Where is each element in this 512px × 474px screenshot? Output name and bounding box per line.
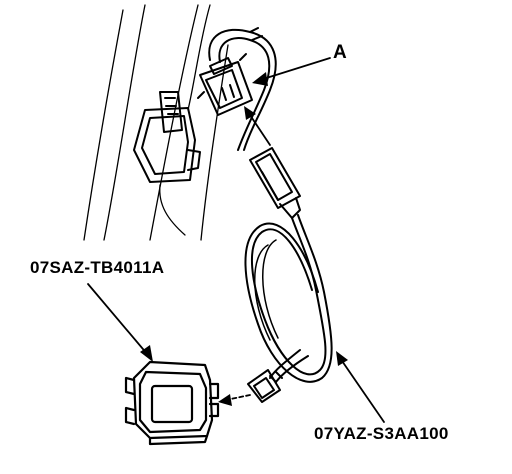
arrow-harness bbox=[336, 351, 385, 423]
arrow-tester bbox=[87, 283, 153, 362]
arrow-a-inline bbox=[244, 106, 271, 146]
harness-connector bbox=[249, 147, 301, 219]
callout-harness-part-number: 07YAZ-S3AA100 bbox=[314, 424, 449, 443]
bracket-icon bbox=[133, 91, 201, 183]
arrow-icon bbox=[252, 57, 331, 86]
cable-coil-icon bbox=[244, 214, 333, 383]
body-panel-lines bbox=[83, 4, 229, 241]
callout-connector-a: A bbox=[333, 42, 348, 63]
vehicle-harness bbox=[208, 27, 277, 151]
cable-plug bbox=[247, 369, 283, 403]
callout-tester-part-number: 07SAZ-TB4011A bbox=[30, 258, 165, 277]
connector-icon bbox=[197, 53, 253, 116]
insert-arrow-icon bbox=[218, 394, 251, 406]
tester-box-icon bbox=[124, 360, 220, 446]
